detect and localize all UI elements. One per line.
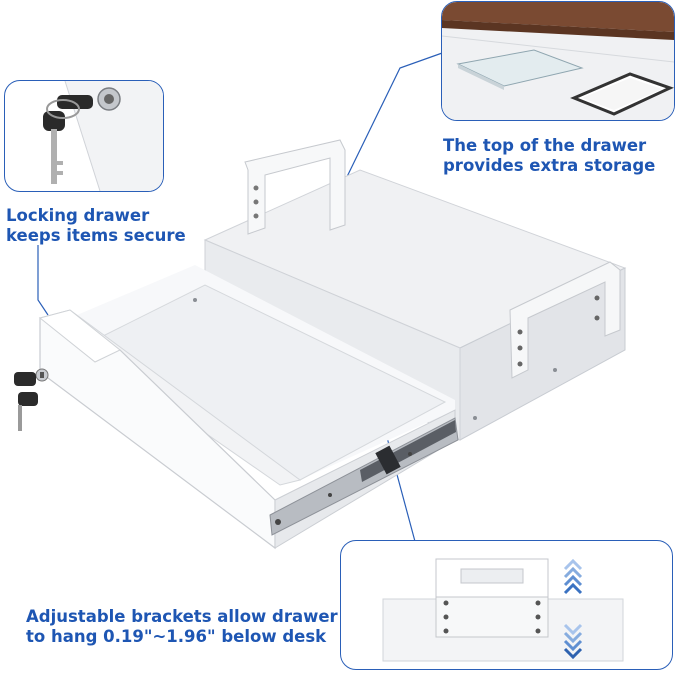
double-arrow-icon <box>563 558 583 660</box>
notebook-icon <box>456 49 584 90</box>
inset-top-storage <box>441 1 675 121</box>
slide-rail <box>269 417 459 536</box>
bracket-plate <box>435 558 549 638</box>
callout-locking-drawer: Locking drawer keeps items secure <box>6 206 186 246</box>
desk-top-wood <box>442 2 674 32</box>
key-icon <box>14 372 38 431</box>
lock-icon <box>97 87 121 111</box>
callout-adjustable-brackets: Adjustable brackets allow drawer to hang… <box>26 607 338 647</box>
drawer-lock <box>35 368 49 382</box>
right-bracket <box>509 261 621 379</box>
key-icon <box>43 95 93 184</box>
inset-bracket-adjustment <box>340 540 673 670</box>
smartphone-icon <box>570 72 674 116</box>
inset-lock-closeup <box>4 80 164 192</box>
callout-top-storage: The top of the drawer provides extra sto… <box>443 136 656 176</box>
left-bracket <box>244 139 346 235</box>
